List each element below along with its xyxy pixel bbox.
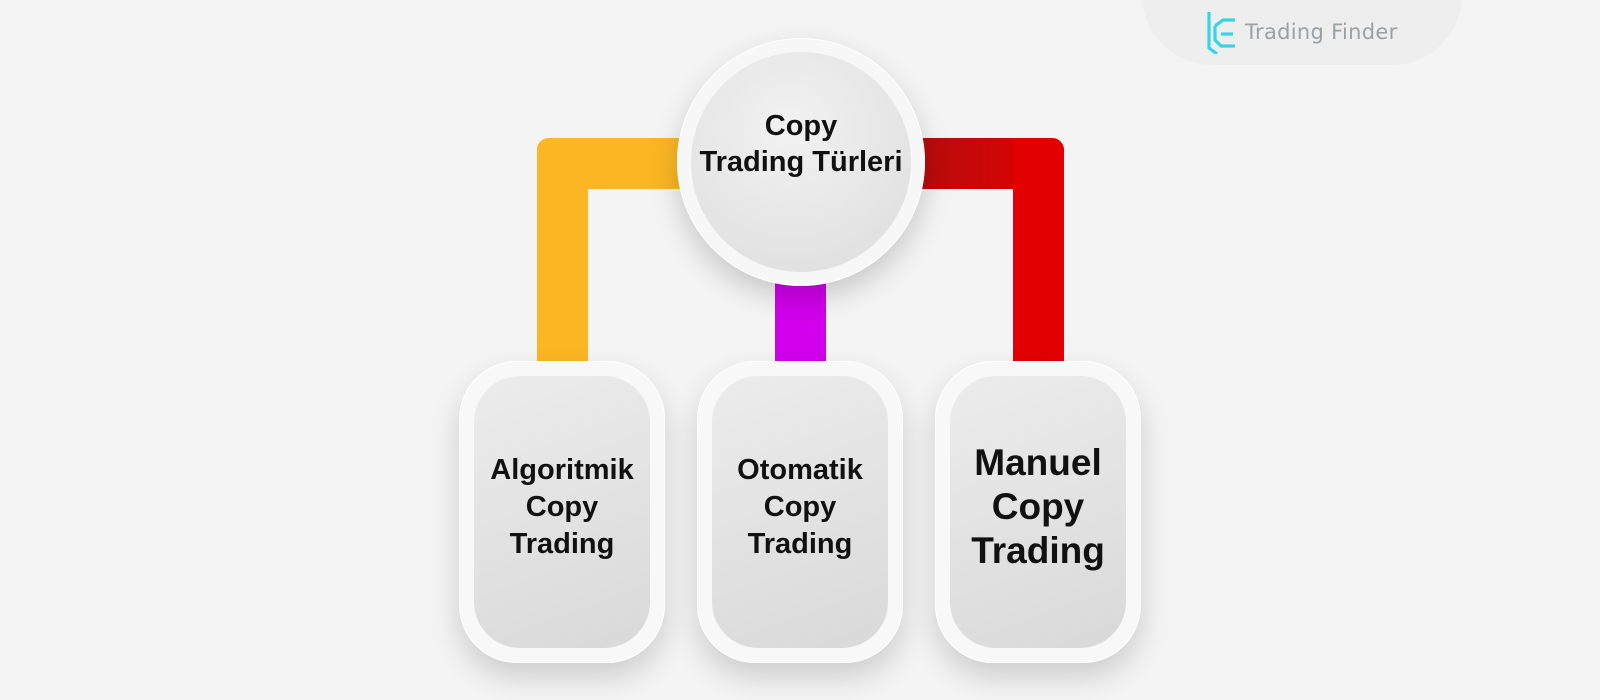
child-node-manuel: Manuel Copy Trading	[935, 361, 1141, 663]
child-node-algoritmik: Algoritmik Copy Trading	[459, 361, 665, 663]
connector-center-vertical	[775, 270, 826, 370]
root-node-inner: Copy Trading Türleri	[691, 52, 911, 272]
connector-right-vertical	[1013, 138, 1064, 368]
brand-logo[interactable]: Trading Finder	[1205, 10, 1398, 54]
connector-left-vertical	[537, 138, 588, 368]
child-node-otomatik: Otomatik Copy Trading	[697, 361, 903, 663]
child-node-inner: Algoritmik Copy Trading	[474, 376, 650, 648]
child-node-label: Manuel Copy Trading	[971, 442, 1105, 571]
logo-tab	[1142, 0, 1462, 65]
child-node-label: Algoritmik Copy Trading	[490, 453, 634, 560]
trading-finder-logo-icon	[1207, 12, 1235, 54]
root-node: Copy Trading Türleri	[677, 38, 925, 286]
brand-name: Trading Finder	[1245, 20, 1398, 44]
child-node-inner: Otomatik Copy Trading	[712, 376, 888, 648]
root-node-label: Copy Trading Türleri	[699, 110, 903, 178]
child-node-label: Otomatik Copy Trading	[737, 453, 863, 560]
child-node-inner: Manuel Copy Trading	[950, 376, 1126, 648]
